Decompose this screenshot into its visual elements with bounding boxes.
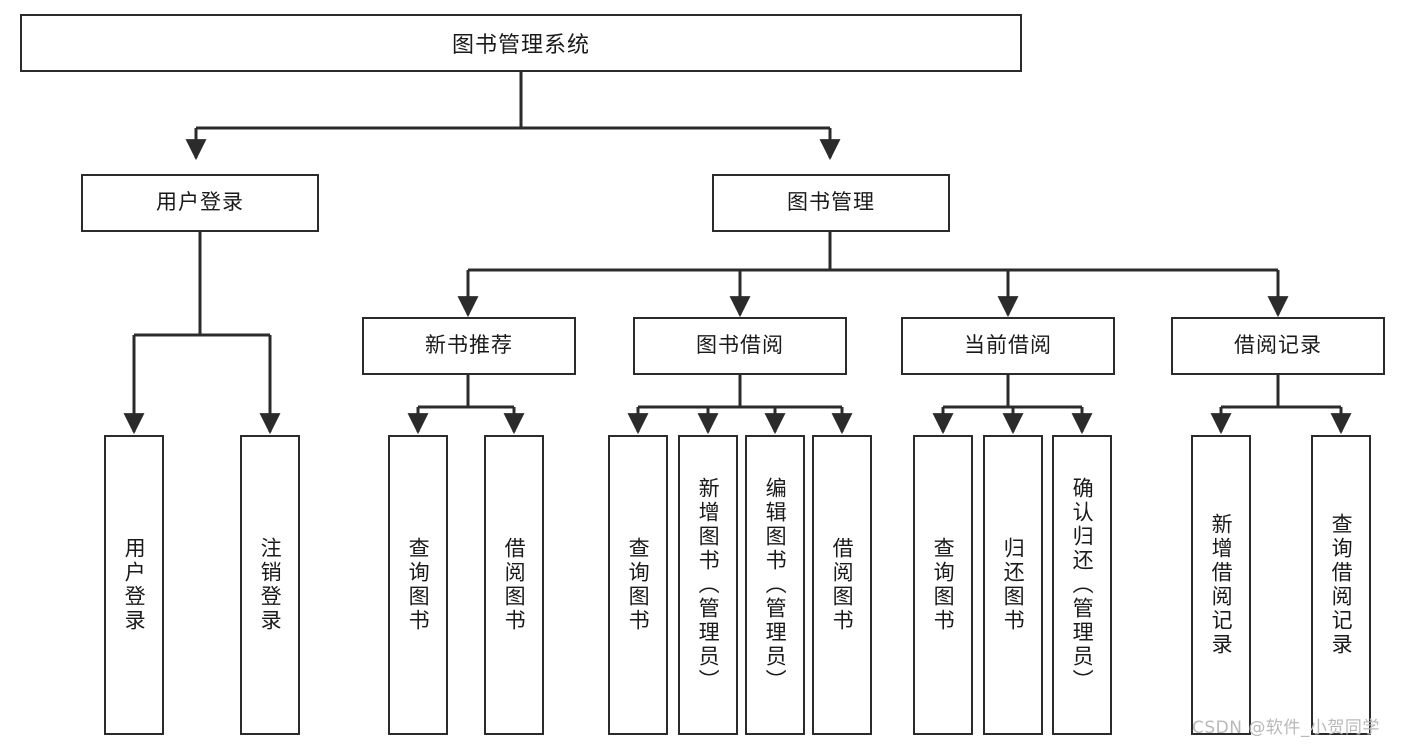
- leaf-query-book-borrow[interactable]: 查询图书: [608, 435, 668, 735]
- node-label: 借阅图书: [502, 537, 527, 633]
- leaf-confirm-return-admin[interactable]: 确认归还（管理员）: [1052, 435, 1112, 735]
- leaf-borrow-book-recommend[interactable]: 借阅图书: [484, 435, 544, 735]
- leaf-query-book-current[interactable]: 查询图书: [913, 435, 973, 735]
- node-label: 注销登录: [258, 537, 283, 633]
- leaf-query-book-recommend[interactable]: 查询图书: [388, 435, 448, 735]
- leaf-query-borrow-record[interactable]: 查询借阅记录: [1311, 435, 1371, 735]
- leaf-add-book-admin[interactable]: 新增图书（管理员）: [678, 435, 738, 735]
- node-label: 新增图书（管理员）: [696, 477, 721, 693]
- node-label: 用户登录: [156, 190, 244, 215]
- leaf-user-login[interactable]: 用户登录: [104, 435, 164, 735]
- node-label: 查询借阅记录: [1329, 513, 1354, 657]
- node-root-system[interactable]: 图书管理系统: [20, 14, 1022, 72]
- node-label: 查询图书: [626, 537, 651, 633]
- leaf-borrow-book[interactable]: 借阅图书: [812, 435, 872, 735]
- node-label: 图书借阅: [696, 333, 784, 358]
- node-label: 编辑图书（管理员）: [763, 477, 788, 693]
- node-borrow-record[interactable]: 借阅记录: [1171, 317, 1385, 375]
- node-label: 借阅记录: [1234, 333, 1322, 358]
- node-label: 归还图书: [1001, 537, 1026, 633]
- leaf-add-borrow-record[interactable]: 新增借阅记录: [1191, 435, 1251, 735]
- node-label: 图书管理系统: [451, 33, 590, 58]
- node-label: 用户登录: [122, 537, 147, 633]
- node-user-login[interactable]: 用户登录: [81, 174, 319, 232]
- node-label: 新书推荐: [425, 333, 513, 358]
- node-label: 当前借阅: [964, 333, 1052, 358]
- node-label: 新增借阅记录: [1209, 513, 1234, 657]
- node-new-book-recommend[interactable]: 新书推荐: [362, 317, 576, 375]
- leaf-logout-login[interactable]: 注销登录: [240, 435, 300, 735]
- watermark-text: CSDN @软件_小贺同学: [1192, 718, 1380, 738]
- node-label: 查询图书: [931, 537, 956, 633]
- node-label: 确认归还（管理员）: [1070, 477, 1095, 693]
- node-label: 查询图书: [406, 537, 431, 633]
- node-current-borrow[interactable]: 当前借阅: [901, 317, 1115, 375]
- node-label: 借阅图书: [830, 537, 855, 633]
- leaf-edit-book-admin[interactable]: 编辑图书（管理员）: [745, 435, 805, 735]
- node-book-management[interactable]: 图书管理: [712, 174, 950, 232]
- leaf-return-book[interactable]: 归还图书: [983, 435, 1043, 735]
- node-book-borrow[interactable]: 图书借阅: [633, 317, 847, 375]
- node-label: 图书管理: [787, 190, 875, 215]
